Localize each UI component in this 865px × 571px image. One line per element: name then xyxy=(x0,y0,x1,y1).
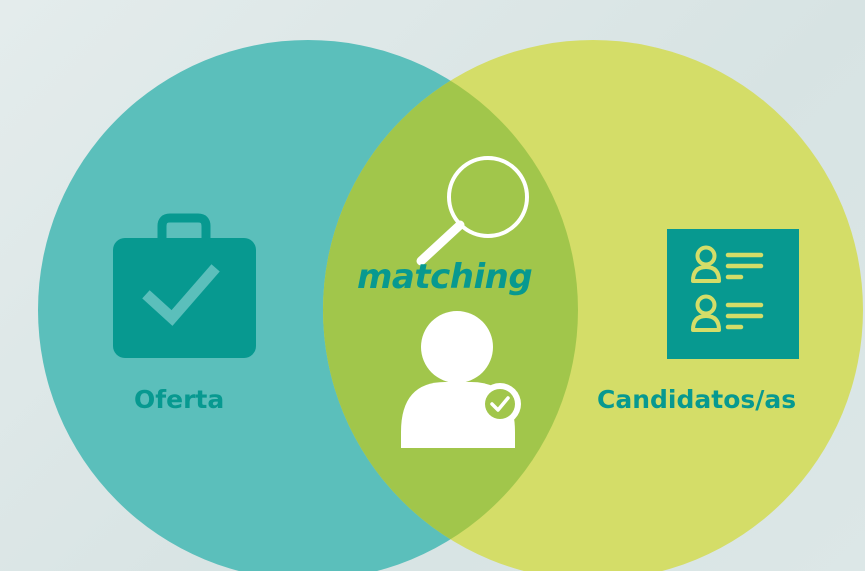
candidate-list-icon xyxy=(667,229,799,359)
briefcase-check-icon xyxy=(113,213,256,358)
right-set-label: Candidatos/as xyxy=(597,385,797,414)
user-check-icon xyxy=(401,311,521,448)
magnifier-icon xyxy=(416,156,529,266)
intersection-label: matching xyxy=(357,257,533,297)
left-set-label: Oferta xyxy=(134,385,225,414)
